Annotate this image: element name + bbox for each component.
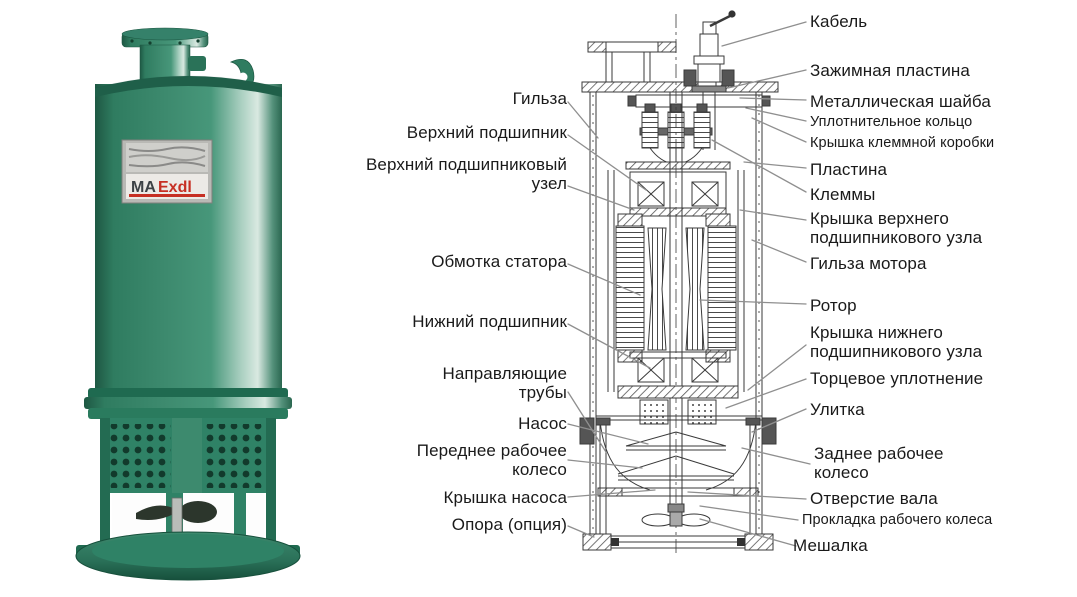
photo-bottom-flange bbox=[84, 388, 292, 419]
label-o-ring: Уплотнительное кольцо bbox=[810, 114, 973, 130]
photo-agitator-blade-left bbox=[136, 505, 179, 520]
front-impeller bbox=[617, 455, 735, 481]
photo-discharge-neck bbox=[139, 44, 191, 82]
shaft bbox=[669, 14, 683, 556]
label-cable: Кабель bbox=[810, 12, 868, 31]
label-rotor: Ротор bbox=[810, 296, 857, 315]
photo-agitator-cage bbox=[112, 493, 264, 549]
label-rear-impeller: Заднее рабочее колесо bbox=[814, 444, 944, 483]
label-pump: Насос bbox=[518, 414, 567, 433]
photo-top-flange bbox=[121, 27, 209, 48]
label-terminals: Клеммы bbox=[810, 185, 876, 204]
label-metal-washer: Металлическая шайба bbox=[810, 92, 991, 111]
agitator bbox=[641, 503, 711, 527]
cross-section-drawing bbox=[579, 10, 779, 556]
label-support-optional: Опора (опция) bbox=[451, 515, 567, 534]
lower-bearing-unit bbox=[617, 351, 739, 399]
label-terminal-box-cover: Крышка клеммной коробки bbox=[810, 135, 995, 151]
label-mechanical-seal: Торцевое уплотнение bbox=[810, 369, 984, 388]
photo-strainer bbox=[100, 418, 276, 549]
label-impeller-gasket: Прокладка рабочего колеса bbox=[802, 512, 993, 528]
photo-agitator-blade-right bbox=[179, 501, 217, 523]
volute bbox=[579, 415, 777, 497]
label-volute: Улитка bbox=[810, 400, 865, 419]
label-lower-bearing-unit-cover: Крышка нижнего подшипникового узла bbox=[810, 323, 983, 362]
label-pump-cover: Крышка насоса bbox=[443, 488, 567, 507]
photo-base-ring bbox=[75, 531, 301, 581]
label-sleeve: Гильза bbox=[512, 89, 567, 108]
label-front-impeller: Переднее рабочее колесо bbox=[416, 441, 567, 480]
sleeve-casing bbox=[581, 81, 779, 536]
photo-body bbox=[94, 75, 283, 394]
label-shaft-hole: Отверстие вала bbox=[810, 489, 938, 508]
plate bbox=[625, 161, 731, 170]
label-upper-bearing-unit: Верхний подшипниковый узел bbox=[365, 155, 567, 194]
leader-lines bbox=[567, 21, 811, 547]
photo-agitator-shaft bbox=[171, 497, 183, 537]
label-upper-bearing-unit-cover: Крышка верхнего подшипникового узла bbox=[810, 209, 983, 248]
discharge-flange bbox=[587, 41, 677, 82]
rear-impeller bbox=[625, 431, 727, 451]
nameplate-brand-text: MA bbox=[131, 179, 156, 196]
cable-entry bbox=[683, 10, 736, 150]
photo-nameplate: MA Exdl bbox=[121, 139, 213, 204]
label-clamping-plate: Зажимная пластина bbox=[810, 61, 970, 80]
nameplate-model-text: Exdl bbox=[158, 179, 192, 196]
label-upper-bearing: Верхний подшипник bbox=[406, 123, 567, 142]
label-lower-bearing: Нижний подшипник bbox=[412, 312, 567, 331]
label-stator-winding: Обмотка статора bbox=[431, 252, 567, 271]
rotor bbox=[647, 227, 705, 351]
label-guide-tubes: Направляющие трубы bbox=[442, 364, 567, 403]
guide-tubes bbox=[595, 417, 761, 536]
pump-photo: MA Exdl bbox=[75, 27, 301, 581]
upper-bearing-unit bbox=[629, 171, 727, 217]
label-plate: Пластина bbox=[810, 160, 888, 179]
photo-neck-stub bbox=[188, 56, 206, 71]
label-agitator: Мешалка bbox=[793, 536, 868, 555]
label-motor-sleeve: Гильза мотора bbox=[810, 254, 927, 273]
base-support bbox=[582, 533, 774, 551]
